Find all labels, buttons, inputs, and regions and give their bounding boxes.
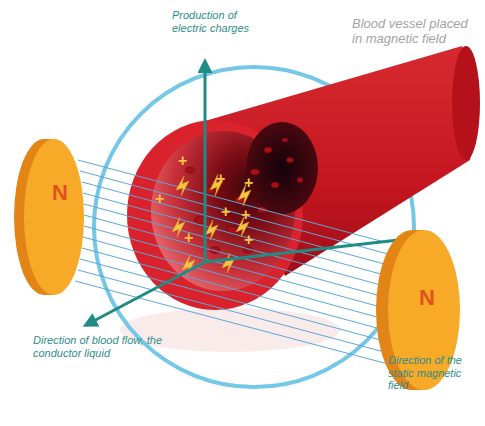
vessel-lumen bbox=[246, 122, 318, 214]
charge-axis bbox=[204, 64, 207, 262]
axis-caption: Production of electric charges bbox=[172, 9, 272, 34]
magnet-disc: N bbox=[12, 135, 92, 300]
field-line bbox=[83, 193, 388, 276]
field-line bbox=[84, 226, 388, 309]
field-axis bbox=[205, 238, 416, 262]
field-line bbox=[80, 259, 388, 342]
axes bbox=[88, 64, 416, 324]
blood-cell bbox=[264, 147, 272, 153]
lightning-bolt bbox=[222, 253, 235, 273]
vessel-far-end bbox=[452, 46, 480, 160]
field-line bbox=[78, 160, 388, 243]
field-line bbox=[82, 248, 388, 331]
axis-caption: Direction of the static magnetic field bbox=[388, 354, 480, 392]
field-lines bbox=[75, 160, 388, 364]
charge-sign: + bbox=[241, 206, 250, 224]
lightning-bolt bbox=[172, 217, 185, 237]
blood-cell bbox=[282, 138, 288, 142]
pole-letter: N bbox=[20, 110, 100, 275]
charge-sign: + bbox=[216, 170, 225, 188]
blood-cell bbox=[271, 182, 279, 188]
field-line bbox=[75, 281, 388, 364]
figure-caption: Blood vessel placed in magnetic field bbox=[352, 17, 477, 47]
field-line bbox=[82, 182, 388, 265]
blood-cell bbox=[297, 178, 303, 183]
field-line bbox=[84, 215, 388, 298]
charge-sign: + bbox=[221, 203, 230, 221]
lightning-bolt bbox=[176, 176, 189, 196]
field-line bbox=[83, 237, 388, 320]
charge-sign: + bbox=[244, 174, 253, 192]
flow-axis bbox=[88, 262, 205, 324]
magnet-shape bbox=[12, 135, 92, 300]
blood-cell bbox=[287, 158, 294, 163]
charge-sign: + bbox=[244, 231, 253, 249]
magnet-face bbox=[24, 139, 84, 295]
field-line bbox=[80, 171, 388, 254]
axis-caption: Direction of blood flow, the conductor l… bbox=[33, 334, 178, 359]
charge-sign: + bbox=[178, 152, 187, 170]
charge-sign: + bbox=[155, 190, 164, 208]
lightning-bolt bbox=[205, 220, 218, 240]
charge-sign: + bbox=[184, 229, 193, 247]
